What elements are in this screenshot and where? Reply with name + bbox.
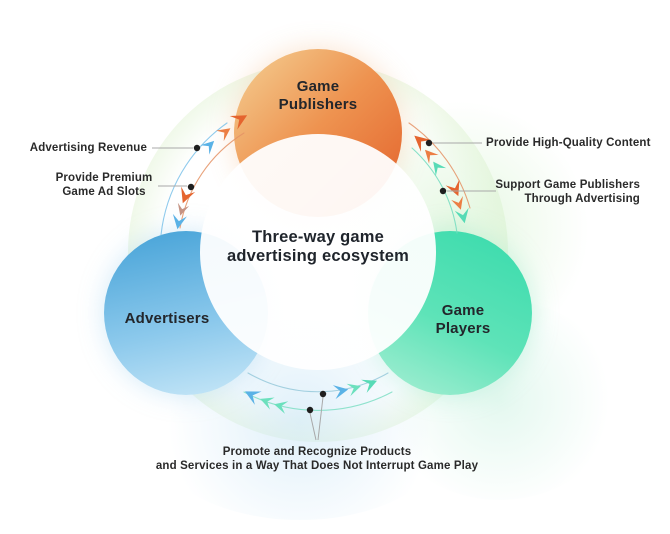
label-advertising-revenue: Advertising Revenue <box>29 142 147 154</box>
arc-right-inner-teal <box>411 147 458 234</box>
dot-high-quality-content <box>425 139 433 147</box>
dot-promote-b <box>306 406 314 414</box>
arc-right-outer-orange <box>408 122 471 209</box>
dot-premium-ad-slots <box>187 183 195 191</box>
connector-line-promote-a <box>317 396 324 441</box>
arrows-players-to-advertisers-icon <box>241 384 289 414</box>
dot-advertising-revenue <box>193 144 201 152</box>
connector-dots <box>187 139 447 414</box>
publishers-label: Game Publishers <box>278 78 358 113</box>
label-high-quality-content: Provide High-Quality Content <box>486 137 651 149</box>
label-premium-ad-slots: Provide Premium Game Ad Slots <box>55 172 153 198</box>
arc-left-inner-orange <box>179 132 245 229</box>
connector-line-promote-b <box>309 412 317 441</box>
dot-promote-a <box>319 390 327 398</box>
center-overlap-highlight <box>200 134 436 370</box>
advertisers-label: Advertisers <box>124 310 210 327</box>
connector-lines <box>152 142 496 441</box>
arc-left-outer-blue <box>160 122 228 236</box>
arrows-advertisers-to-players-icon <box>332 374 380 400</box>
players-label: Game Players <box>435 302 491 337</box>
label-promote-products: Promote and Recognize Products and Servi… <box>155 446 479 472</box>
diagram-title: Three-way game advertising ecosystem <box>226 228 410 265</box>
dot-support-publishers <box>439 187 447 195</box>
arrows-advertisers-to-publishers-icon <box>200 108 251 155</box>
flow-arcs <box>160 122 471 411</box>
label-support-publishers: Support Game Publishers Through Advertis… <box>495 179 640 205</box>
